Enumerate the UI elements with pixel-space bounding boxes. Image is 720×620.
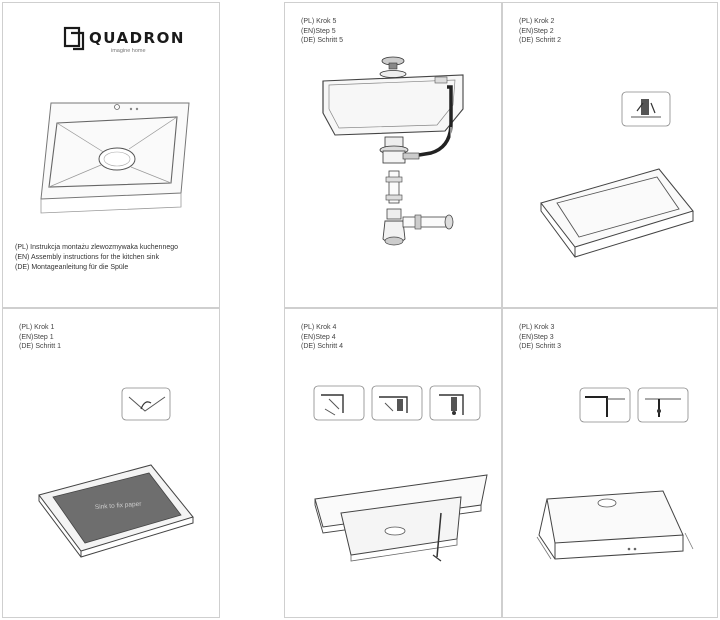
sink-top-view-drawing (40, 102, 190, 214)
step-4-label: (PL) Krok 4 (EN)Step 4 (DE) Schritt 4 (301, 323, 343, 352)
sink-underside-mounting-drawing (314, 474, 488, 562)
step-3-label-pl: (PL) Krok 3 (519, 324, 555, 331)
step-2-panel: (PL) Krok 2 (EN)Step 2 (DE) Schritt 2 (502, 2, 718, 308)
cover-panel: QUADRON imagine home (PL) Instrukcja mon… (2, 2, 220, 308)
drain-assembly-drawing (322, 56, 464, 246)
step-2-label-pl: (PL) Krok 2 (519, 18, 555, 25)
sink-cutout-board-drawing (540, 168, 694, 258)
clamp-detail-2-icon (371, 385, 423, 421)
step-1-label-en: (EN)Step 1 (19, 333, 54, 341)
step-5-label-de: (DE) Schritt 5 (301, 37, 344, 44)
cover-title-pl: (PL) Instrukcja montażu zlewozmywaka kuc… (15, 244, 179, 251)
sealant-detail-2-icon (637, 387, 689, 423)
step-3-label-de: (DE) Schritt 3 (519, 343, 562, 350)
sealant-detail-1-icon (579, 387, 631, 423)
step-3-label-en: (EN)Step 3 (519, 333, 554, 341)
step-2-label-de: (DE) Schritt 2 (519, 37, 562, 44)
step-4-label-de: (DE) Schritt 4 (301, 343, 344, 350)
template-paper-label: Sink to fix paper (95, 501, 143, 511)
quadron-logo: QUADRON imagine home (63, 25, 183, 59)
step-2-label-en: (EN)Step 2 (519, 27, 554, 35)
clamp-detail-3-icon (429, 385, 481, 421)
quadron-logo-mark-icon (63, 26, 85, 51)
step-1-label-pl: (PL) Krok 1 (19, 324, 55, 331)
step-1-label-de: (DE) Schritt 1 (19, 343, 62, 350)
step-2-label: (PL) Krok 2 (EN)Step 2 (DE) Schritt 2 (519, 17, 561, 46)
template-paper-drawing: Sink to fix paper (38, 464, 194, 558)
paper-detail-icon (121, 387, 171, 421)
step-5-label-pl: (PL) Krok 5 (301, 18, 337, 25)
step-1-label: (PL) Krok 1 (EN)Step 1 (DE) Schritt 1 (19, 323, 61, 352)
cover-title-de: (DE) Montageanleitung für die Spüle (15, 264, 129, 271)
step-5-label-en: (EN)Step 5 (301, 27, 336, 35)
step-5-panel: (PL) Krok 5 (EN)Step 5 (DE) Schritt 5 (284, 2, 502, 308)
cover-title: (PL) Instrukcja montażu zlewozmywaka kuc… (15, 243, 178, 273)
step-5-label: (PL) Krok 5 (EN)Step 5 (DE) Schritt 5 (301, 17, 343, 46)
step-4-label-pl: (PL) Krok 4 (301, 324, 337, 331)
step-4-panel: (PL) Krok 4 (EN)Step 4 (DE) Schritt 4 (284, 308, 502, 618)
step-4-label-en: (EN)Step 4 (301, 333, 336, 341)
clamp-detail-1-icon (313, 385, 365, 421)
sink-inverted-drawing (536, 490, 694, 560)
clip-detail-icon (621, 91, 671, 127)
step-3-panel: (PL) Krok 3 (EN)Step 3 (DE) Schritt 3 (502, 308, 718, 618)
step-3-label: (PL) Krok 3 (EN)Step 3 (DE) Schritt 3 (519, 323, 561, 352)
step-1-panel: (PL) Krok 1 (EN)Step 1 (DE) Schritt 1 Si… (2, 308, 220, 618)
brand-tagline: imagine home (111, 48, 146, 54)
cover-title-en: (EN) Assembly instructions for the kitch… (15, 254, 159, 261)
brand-name: QUADRON (89, 29, 185, 47)
